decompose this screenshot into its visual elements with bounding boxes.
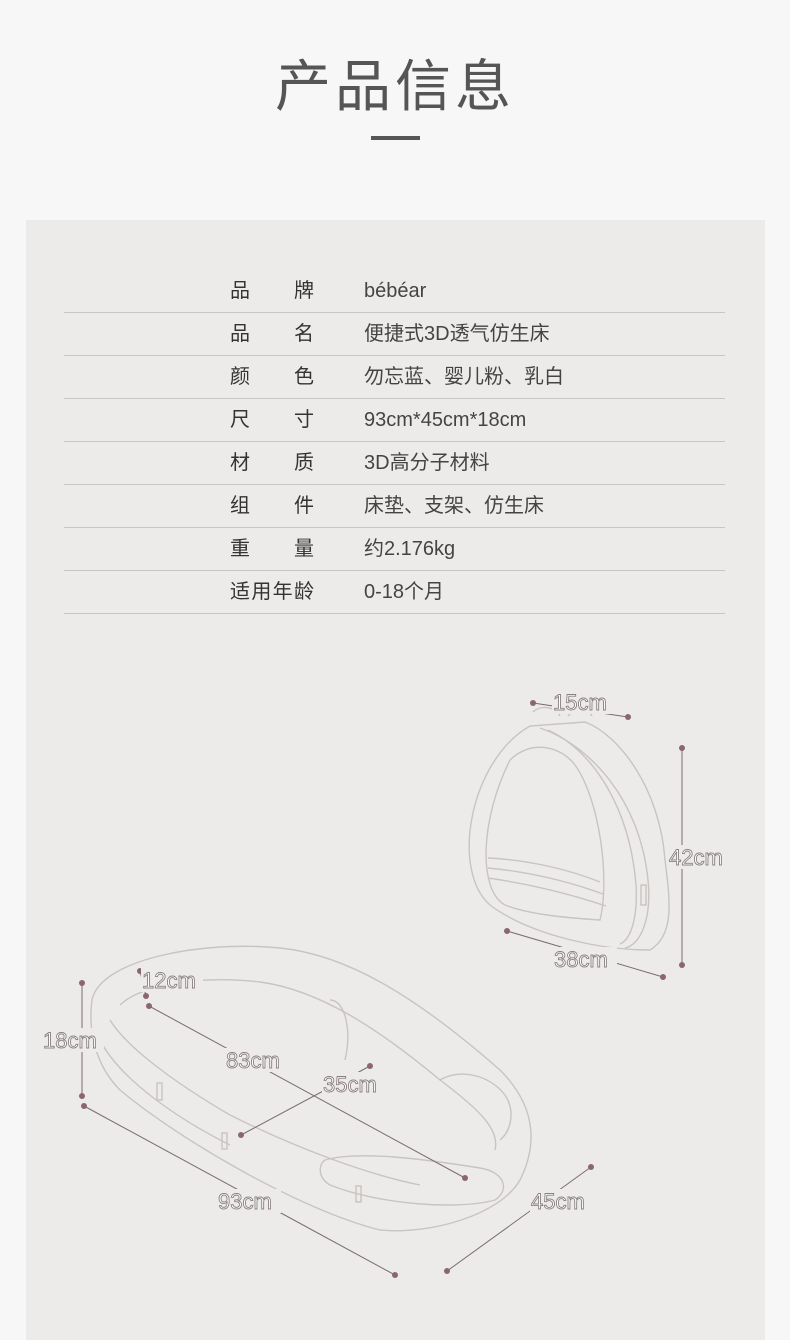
spec-row: 适用年龄 0-18个月	[64, 571, 725, 614]
spec-value: 0-18个月	[364, 581, 445, 603]
spec-row: 重量 约2.176kg	[64, 528, 725, 571]
spec-label: 材质	[230, 452, 314, 474]
spec-row: 尺寸 93cm*45cm*18cm	[64, 399, 725, 442]
dim-label-folded-depth: 15cm	[553, 690, 607, 715]
spec-label: 品名	[230, 323, 314, 345]
spec-row: 品名 便捷式3D透气仿生床	[64, 313, 725, 356]
spec-label: 重量	[230, 538, 314, 560]
dim-label-open-height: 18cm	[43, 1028, 97, 1053]
spec-label: 品牌	[230, 280, 314, 302]
spec-label: 组件	[230, 495, 314, 517]
dim-label-open-width: 45cm	[531, 1189, 585, 1214]
spec-row: 颜色 勿忘蓝、婴儿粉、乳白	[64, 356, 725, 399]
spec-value: 3D高分子材料	[364, 452, 490, 474]
dimension-label-backgrounds	[42, 690, 732, 1213]
dim-label-folded-height: 42cm	[669, 845, 723, 870]
dim-label-folded-width: 38cm	[554, 947, 608, 972]
spec-value: 约2.176kg	[364, 538, 456, 560]
spec-row: 材质 3D高分子材料	[64, 442, 725, 485]
spec-label: 颜色	[230, 366, 314, 388]
dim-label-open-inner-width: 35cm	[323, 1072, 377, 1097]
spec-label: 尺寸	[230, 409, 314, 431]
dimension-endpoints	[79, 700, 685, 1278]
dim-label-open-inner-length: 83cm	[226, 1048, 280, 1073]
spec-value: 床垫、支架、仿生床	[364, 495, 544, 517]
spec-value: 便捷式3D透气仿生床	[364, 323, 550, 345]
spec-value: 勿忘蓝、婴儿粉、乳白	[364, 366, 564, 388]
page-title: 产品信息	[275, 55, 515, 118]
dim-label-open-length: 93cm	[218, 1189, 272, 1214]
spec-value: 93cm*45cm*18cm	[364, 409, 527, 431]
spec-table: 品牌 bébéar 品名 便捷式3D透气仿生床 颜色 勿忘蓝、婴儿粉、乳白 尺寸…	[64, 270, 725, 614]
folded-bed-illustration	[468, 706, 670, 951]
spec-value: bébéar	[364, 280, 427, 302]
spec-label: 适用年龄	[230, 581, 314, 603]
spec-row: 品牌 bébéar	[64, 270, 725, 313]
spec-row: 组件 床垫、支架、仿生床	[64, 485, 725, 528]
dim-label-open-inner-height: 12cm	[142, 968, 196, 993]
title-underline	[371, 136, 420, 140]
